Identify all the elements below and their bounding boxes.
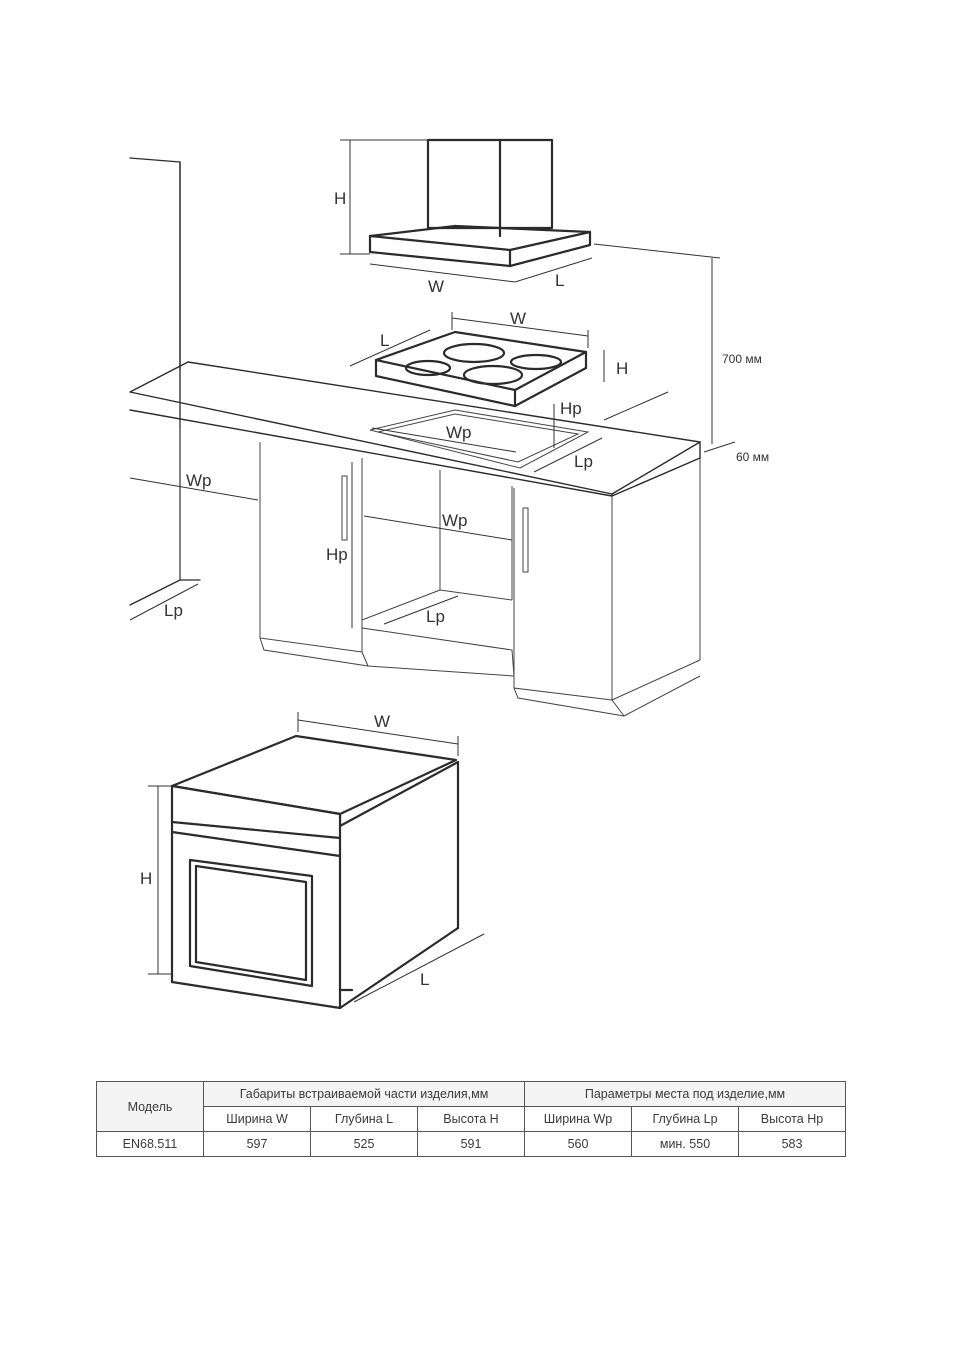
- side-depth-label: Lp: [164, 601, 183, 620]
- model-header: Модель: [97, 1082, 204, 1132]
- table-subheader-row: Ширина W Глубина L Высота H Ширина Wp Гл…: [97, 1107, 846, 1132]
- column-header: Ширина Wp: [525, 1107, 632, 1132]
- oven-width-label: W: [374, 712, 390, 731]
- cutout-depth-label: Lp: [574, 452, 593, 471]
- oven-depth-label: L: [420, 970, 429, 989]
- oven-height-label: H: [140, 869, 152, 888]
- model-cell: EN68.511: [97, 1132, 204, 1157]
- hob-width-label: W: [510, 309, 526, 328]
- value-cell: 560: [525, 1132, 632, 1157]
- oven: [172, 736, 458, 1008]
- niche-parameters-header: Параметры места под изделие,мм: [525, 1082, 846, 1107]
- table-header-row: Модель Габариты встраиваемой части издел…: [97, 1082, 846, 1107]
- countertop: [130, 362, 700, 496]
- hood-width-label: W: [428, 277, 444, 296]
- range-hood: [370, 140, 590, 266]
- value-cell: 597: [204, 1132, 311, 1157]
- hood-depth-label: L: [555, 271, 564, 290]
- niche-depth-label: Lp: [426, 607, 445, 626]
- hob: [376, 332, 586, 406]
- niche-height-label: Hp: [326, 545, 348, 564]
- hood-height-label: H: [334, 189, 346, 208]
- cutout-height-label: Hp: [560, 399, 582, 418]
- dimensions-table: Модель Габариты встраиваемой части издел…: [96, 1081, 846, 1157]
- column-header: Глубина Lp: [632, 1107, 739, 1132]
- value-cell: 583: [739, 1132, 846, 1157]
- value-cell: 525: [311, 1132, 418, 1157]
- column-header: Глубина L: [311, 1107, 418, 1132]
- countertop-60-label: 60 мм: [736, 450, 769, 464]
- cabinets: [180, 428, 700, 716]
- table-row: EN68.511 597 525 591 560 мин. 550 583: [97, 1132, 846, 1157]
- cabinet-handle-right: [523, 508, 528, 572]
- installation-diagram: H W L W L H 700 мм 60 мм Hp Wp Lp Wp Lp …: [0, 0, 955, 1060]
- value-cell: мин. 550: [632, 1132, 739, 1157]
- niche-width-label: Wp: [442, 511, 468, 530]
- dimension-lines: [130, 140, 735, 1002]
- column-header: Высота H: [418, 1107, 525, 1132]
- cabinet-handle-left: [342, 476, 347, 540]
- kitchen-wall: [130, 158, 200, 605]
- hob-height-label: H: [616, 359, 628, 378]
- side-width-label: Wp: [186, 471, 212, 490]
- product-dimensions-header: Габариты встраиваемой части изделия,мм: [204, 1082, 525, 1107]
- distance-700-label: 700 мм: [722, 352, 762, 366]
- cutout-width-label: Wp: [446, 423, 472, 442]
- value-cell: 591: [418, 1132, 525, 1157]
- column-header: Высота Hp: [739, 1107, 846, 1132]
- hob-depth-label: L: [380, 331, 389, 350]
- column-header: Ширина W: [204, 1107, 311, 1132]
